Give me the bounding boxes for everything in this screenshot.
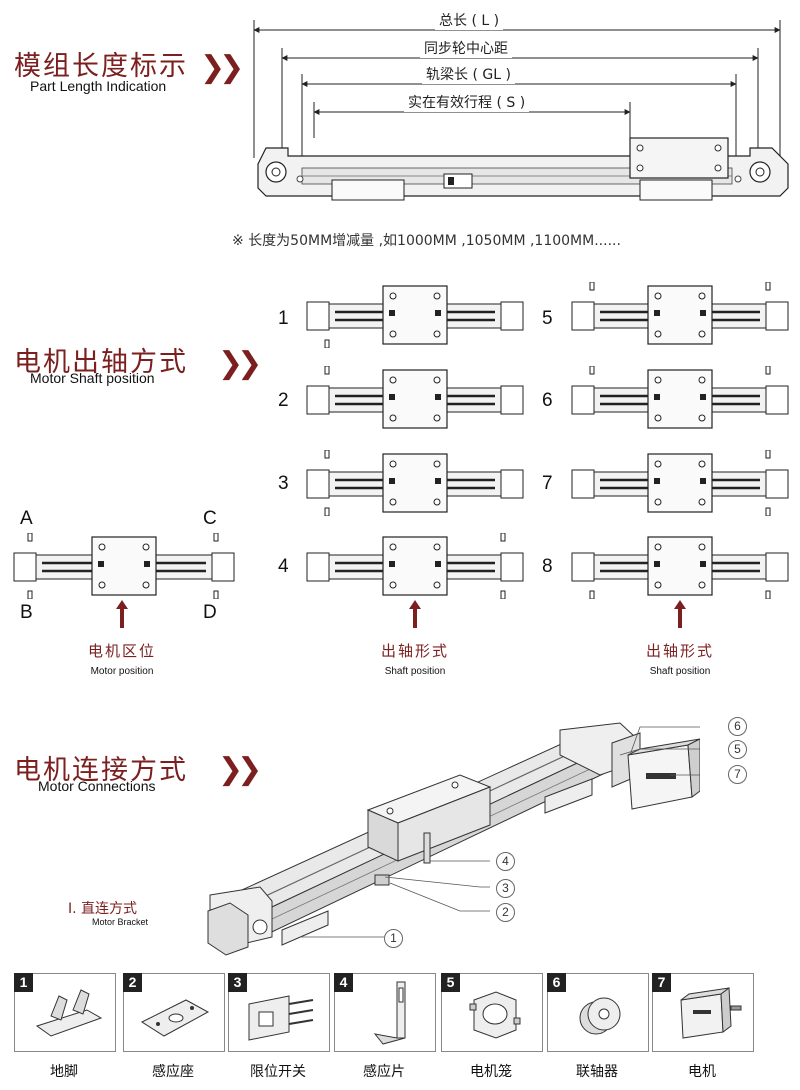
sensor-seat-icon — [140, 999, 210, 1037]
dim-total-length: 总长 ( L ) — [435, 10, 504, 30]
part-label-6: 联轴器 — [576, 1064, 618, 1080]
module-isometric-diagram — [207, 722, 700, 956]
sensor-plate-icon — [373, 981, 406, 1045]
length-note: ※ 长度为50MM增减量 ,如1000MM ,1050MM ,1100MM...… — [232, 233, 621, 249]
subsection-direct-connection-en: Motor Bracket — [92, 917, 149, 927]
part-label-3: 限位开关 — [250, 1064, 306, 1080]
section2-title: 电机出轴方式 — [14, 347, 188, 378]
module-diagram-6 — [571, 366, 789, 429]
part-number-badge: 1 — [14, 973, 33, 992]
part-label-4: 感应片 — [363, 1064, 405, 1080]
callout-3: 3 — [496, 879, 515, 898]
caption-shaft-position-1: 出轴形式 — [380, 642, 449, 660]
chevron-right-icon: ❯❯ — [200, 50, 244, 85]
callout-4: 4 — [496, 852, 515, 871]
part-card-3: 3 — [228, 973, 330, 1052]
position-number-2: 2 — [278, 390, 289, 411]
part-card-7: 7 — [652, 973, 754, 1052]
position-number-3: 3 — [278, 473, 289, 494]
part-label-2: 感应座 — [152, 1064, 194, 1080]
part-number-badge: 3 — [228, 973, 247, 992]
part-label-1: 地脚 — [50, 1064, 78, 1080]
part-number-badge: 7 — [652, 973, 671, 992]
section1-title: 模组长度标示 — [14, 51, 188, 82]
position-number-1: 1 — [278, 308, 289, 329]
corner-label-a: A — [20, 508, 33, 529]
part-label-7: 电机 — [688, 1064, 716, 1080]
corner-label-d: D — [203, 602, 217, 623]
position-number-7: 7 — [542, 473, 553, 494]
section2-subtitle: Motor Shaft position — [30, 370, 155, 386]
subsection-direct-connection: I. 直连方式 — [68, 901, 138, 917]
module-diagram-7 — [571, 450, 789, 516]
part-number-badge: 2 — [123, 973, 142, 992]
arrow-up-icon — [116, 600, 128, 628]
foot-bracket-icon — [35, 989, 103, 1037]
part-card-4: 4 — [334, 973, 436, 1052]
module-diagram-5 — [571, 282, 789, 345]
callout-7: 7 — [728, 765, 747, 784]
part-card-1: 1 — [14, 973, 116, 1052]
callout-6: 6 — [728, 717, 747, 736]
section1-subtitle: Part Length Indication — [30, 78, 167, 94]
chevron-right-icon: ❯❯ — [218, 346, 262, 381]
part-number-badge: 6 — [547, 973, 566, 992]
coupling-icon — [579, 997, 621, 1035]
length-dimension-diagram — [253, 20, 789, 201]
dim-effective-stroke: 实在有效行程 ( S ) — [404, 92, 530, 112]
caption-shaft-position-2: 出轴形式 — [645, 642, 714, 660]
dim-pulley-distance: 同步轮中心距 — [420, 38, 512, 58]
module-diagram-3 — [306, 450, 524, 516]
corner-label-b: B — [20, 602, 33, 623]
caption-shaft-position-2-en: Shaft position — [649, 666, 711, 677]
caption-shaft-position-1-en: Shaft position — [384, 666, 446, 677]
section3-subtitle: Motor Connections — [38, 778, 156, 794]
dim-rail-length: 轨梁长 ( GL ) — [422, 64, 515, 84]
arrow-up-icon — [409, 600, 421, 628]
arrow-up-icon — [674, 600, 686, 628]
position-number-8: 8 — [542, 556, 553, 577]
motor-position-diagram — [13, 533, 235, 599]
part-card-5: 5 — [441, 973, 543, 1052]
limit-switch-icon — [248, 995, 314, 1041]
position-number-5: 5 — [542, 308, 553, 329]
position-number-6: 6 — [542, 390, 553, 411]
caption-motor-position-en: Motor position — [90, 666, 154, 677]
part-card-2: 2 — [123, 973, 225, 1052]
part-label-5: 电机笼 — [470, 1064, 512, 1080]
callout-5: 5 — [728, 740, 747, 759]
motor-cage-icon — [469, 991, 521, 1039]
module-diagram-1 — [306, 285, 524, 348]
part-card-6: 6 — [547, 973, 649, 1052]
module-diagram-8 — [571, 536, 789, 599]
part-number-badge: 5 — [441, 973, 460, 992]
callout-2: 2 — [496, 903, 515, 922]
position-number-4: 4 — [278, 556, 289, 577]
chevron-right-icon: ❯❯ — [218, 752, 262, 787]
module-diagram-2 — [306, 366, 524, 429]
part-number-badge: 4 — [334, 973, 353, 992]
corner-label-c: C — [203, 508, 217, 529]
callout-1: 1 — [384, 929, 403, 948]
caption-motor-position: 电机区位 — [87, 642, 156, 660]
motor-icon — [680, 987, 742, 1039]
module-diagram-4 — [306, 533, 524, 599]
section3-title: 电机连接方式 — [14, 755, 188, 786]
